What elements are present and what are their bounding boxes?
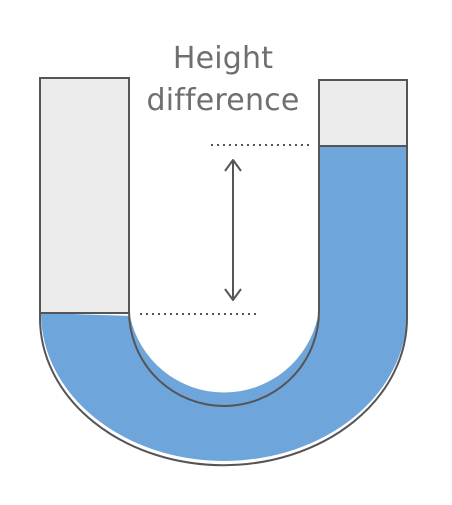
height-difference-label-line-1: Height xyxy=(172,41,274,76)
right-arm-empty xyxy=(319,80,407,146)
u-tube-outer-outline xyxy=(39,77,408,467)
height-difference-label-line-2: difference xyxy=(146,83,300,118)
height-difference-arrow-top-head xyxy=(224,159,242,172)
height-difference-arrow-bottom-head xyxy=(224,288,242,301)
liquid-u-section xyxy=(41,146,407,461)
left-arm-empty xyxy=(40,78,129,313)
